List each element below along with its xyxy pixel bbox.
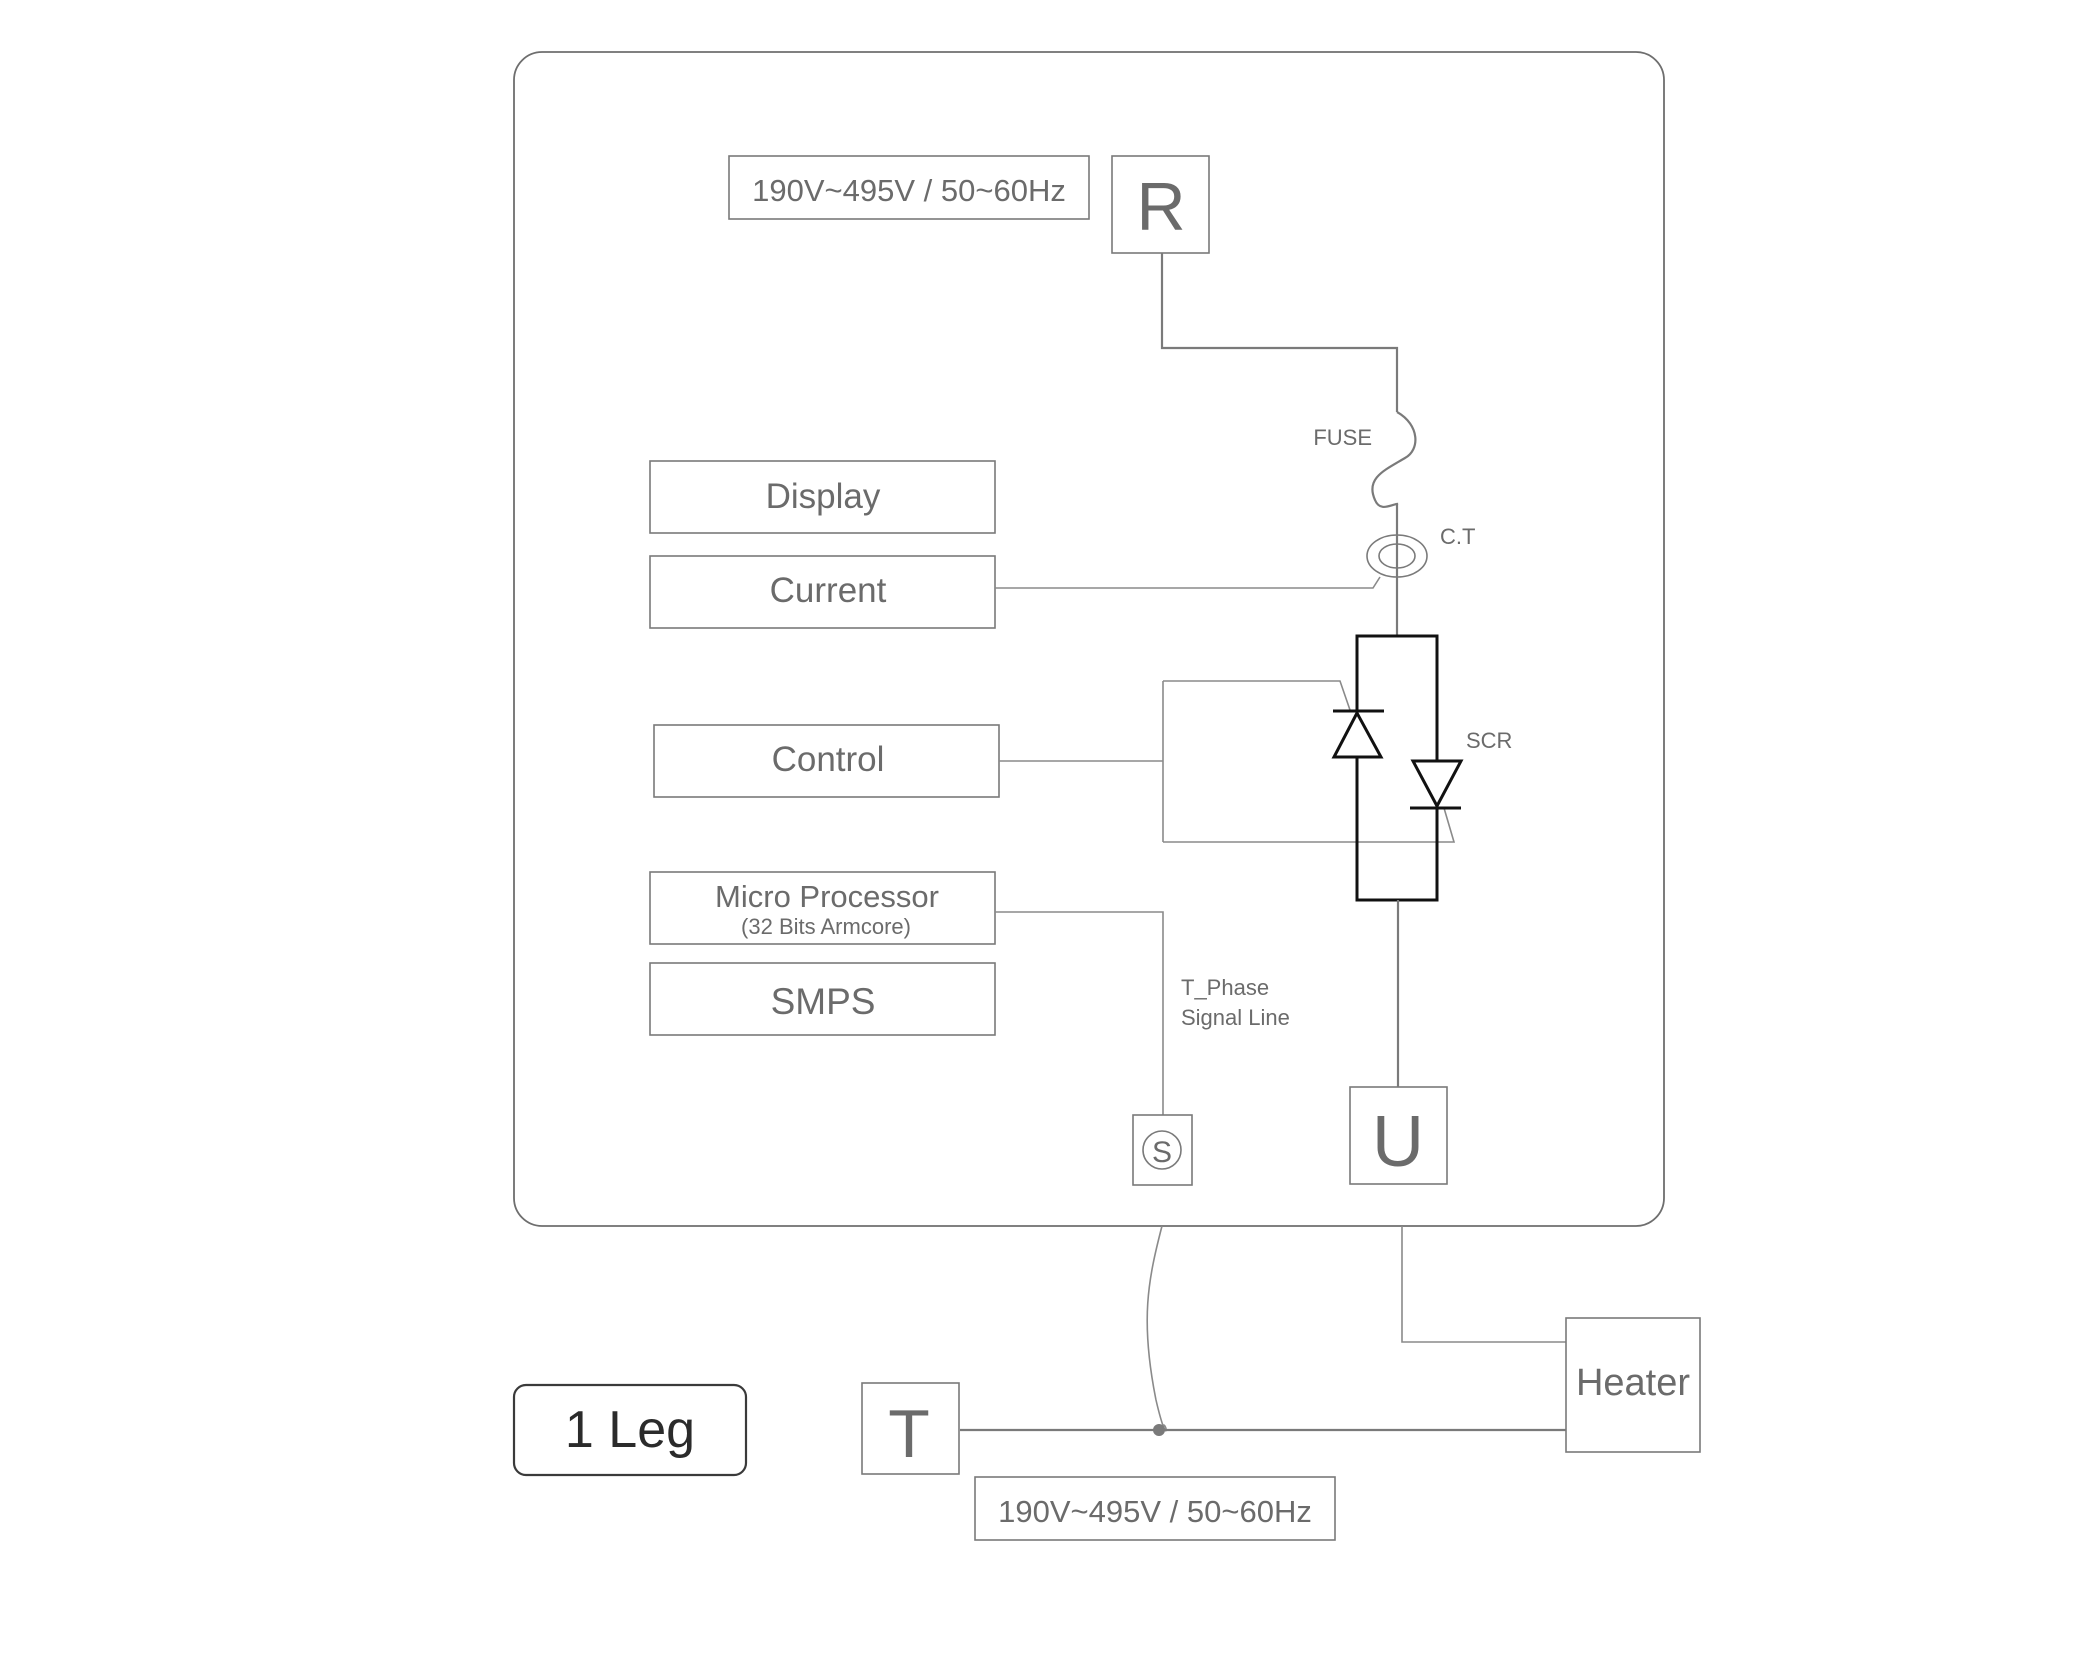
svg-text:190V~495V / 50~60Hz: 190V~495V / 50~60Hz <box>998 1494 1312 1529</box>
current-block: Current <box>649 555 996 629</box>
signal-line-label-1: T_Phase <box>1181 975 1269 1000</box>
svg-text:SMPS: SMPS <box>771 981 876 1022</box>
ct-symbol <box>1366 534 1428 578</box>
terminal-t: T <box>861 1382 960 1475</box>
svg-text:Heater: Heater <box>1576 1362 1690 1404</box>
leg-badge: 1 Leg <box>512 1383 748 1477</box>
display-block: Display <box>649 460 996 534</box>
wire-signal-to-t-phase <box>1146 1225 1167 1432</box>
circled-s-icon <box>1142 1130 1182 1170</box>
svg-text:R: R <box>1136 169 1185 245</box>
svg-text:Micro Processor: Micro Processor <box>715 879 939 914</box>
wire-control-gates <box>999 680 1456 843</box>
supply-label-bottom: 190V~495V / 50~60Hz <box>974 1476 1336 1541</box>
svg-text:Control: Control <box>772 740 885 779</box>
scr-module <box>1331 634 1464 902</box>
terminal-r: R <box>1111 155 1210 254</box>
heater-block: Heater <box>1565 1317 1701 1453</box>
svg-text:U: U <box>1372 1102 1424 1182</box>
terminal-u: U <box>1349 1086 1448 1185</box>
fuse-symbol <box>1371 411 1417 508</box>
terminal-s: S <box>1132 1114 1193 1186</box>
wire-r-to-fuse <box>1160 253 1399 412</box>
scr-lower-symbol <box>1410 759 1464 810</box>
svg-text:(32 Bits Armcore): (32 Bits Armcore) <box>741 914 911 939</box>
ct-label: C.T <box>1440 524 1475 549</box>
microprocessor-block: Micro Processor (32 Bits Armcore) <box>649 871 996 945</box>
signal-line-label-2: Signal Line <box>1181 1005 1290 1030</box>
supply-label-top: 190V~495V / 50~60Hz <box>728 155 1090 220</box>
wire-signal-line <box>995 911 1164 1115</box>
fuse-label: FUSE <box>1313 425 1372 450</box>
wire-u-to-heater <box>1401 1226 1566 1343</box>
scr-label: SCR <box>1466 728 1512 753</box>
svg-text:1 Leg: 1 Leg <box>565 1401 695 1459</box>
control-block: Control <box>653 724 1000 798</box>
svg-text:Display: Display <box>766 477 881 516</box>
scr-upper-symbol <box>1331 709 1384 759</box>
smps-block: SMPS <box>649 962 996 1036</box>
svg-text:T: T <box>888 1396 930 1472</box>
controller-enclosure <box>513 51 1665 1227</box>
wire-current-to-ct <box>995 576 1381 589</box>
svg-text:S: S <box>1152 1136 1172 1169</box>
svg-text:190V~495V / 50~60Hz: 190V~495V / 50~60Hz <box>752 173 1066 208</box>
svg-text:Current: Current <box>770 571 887 610</box>
